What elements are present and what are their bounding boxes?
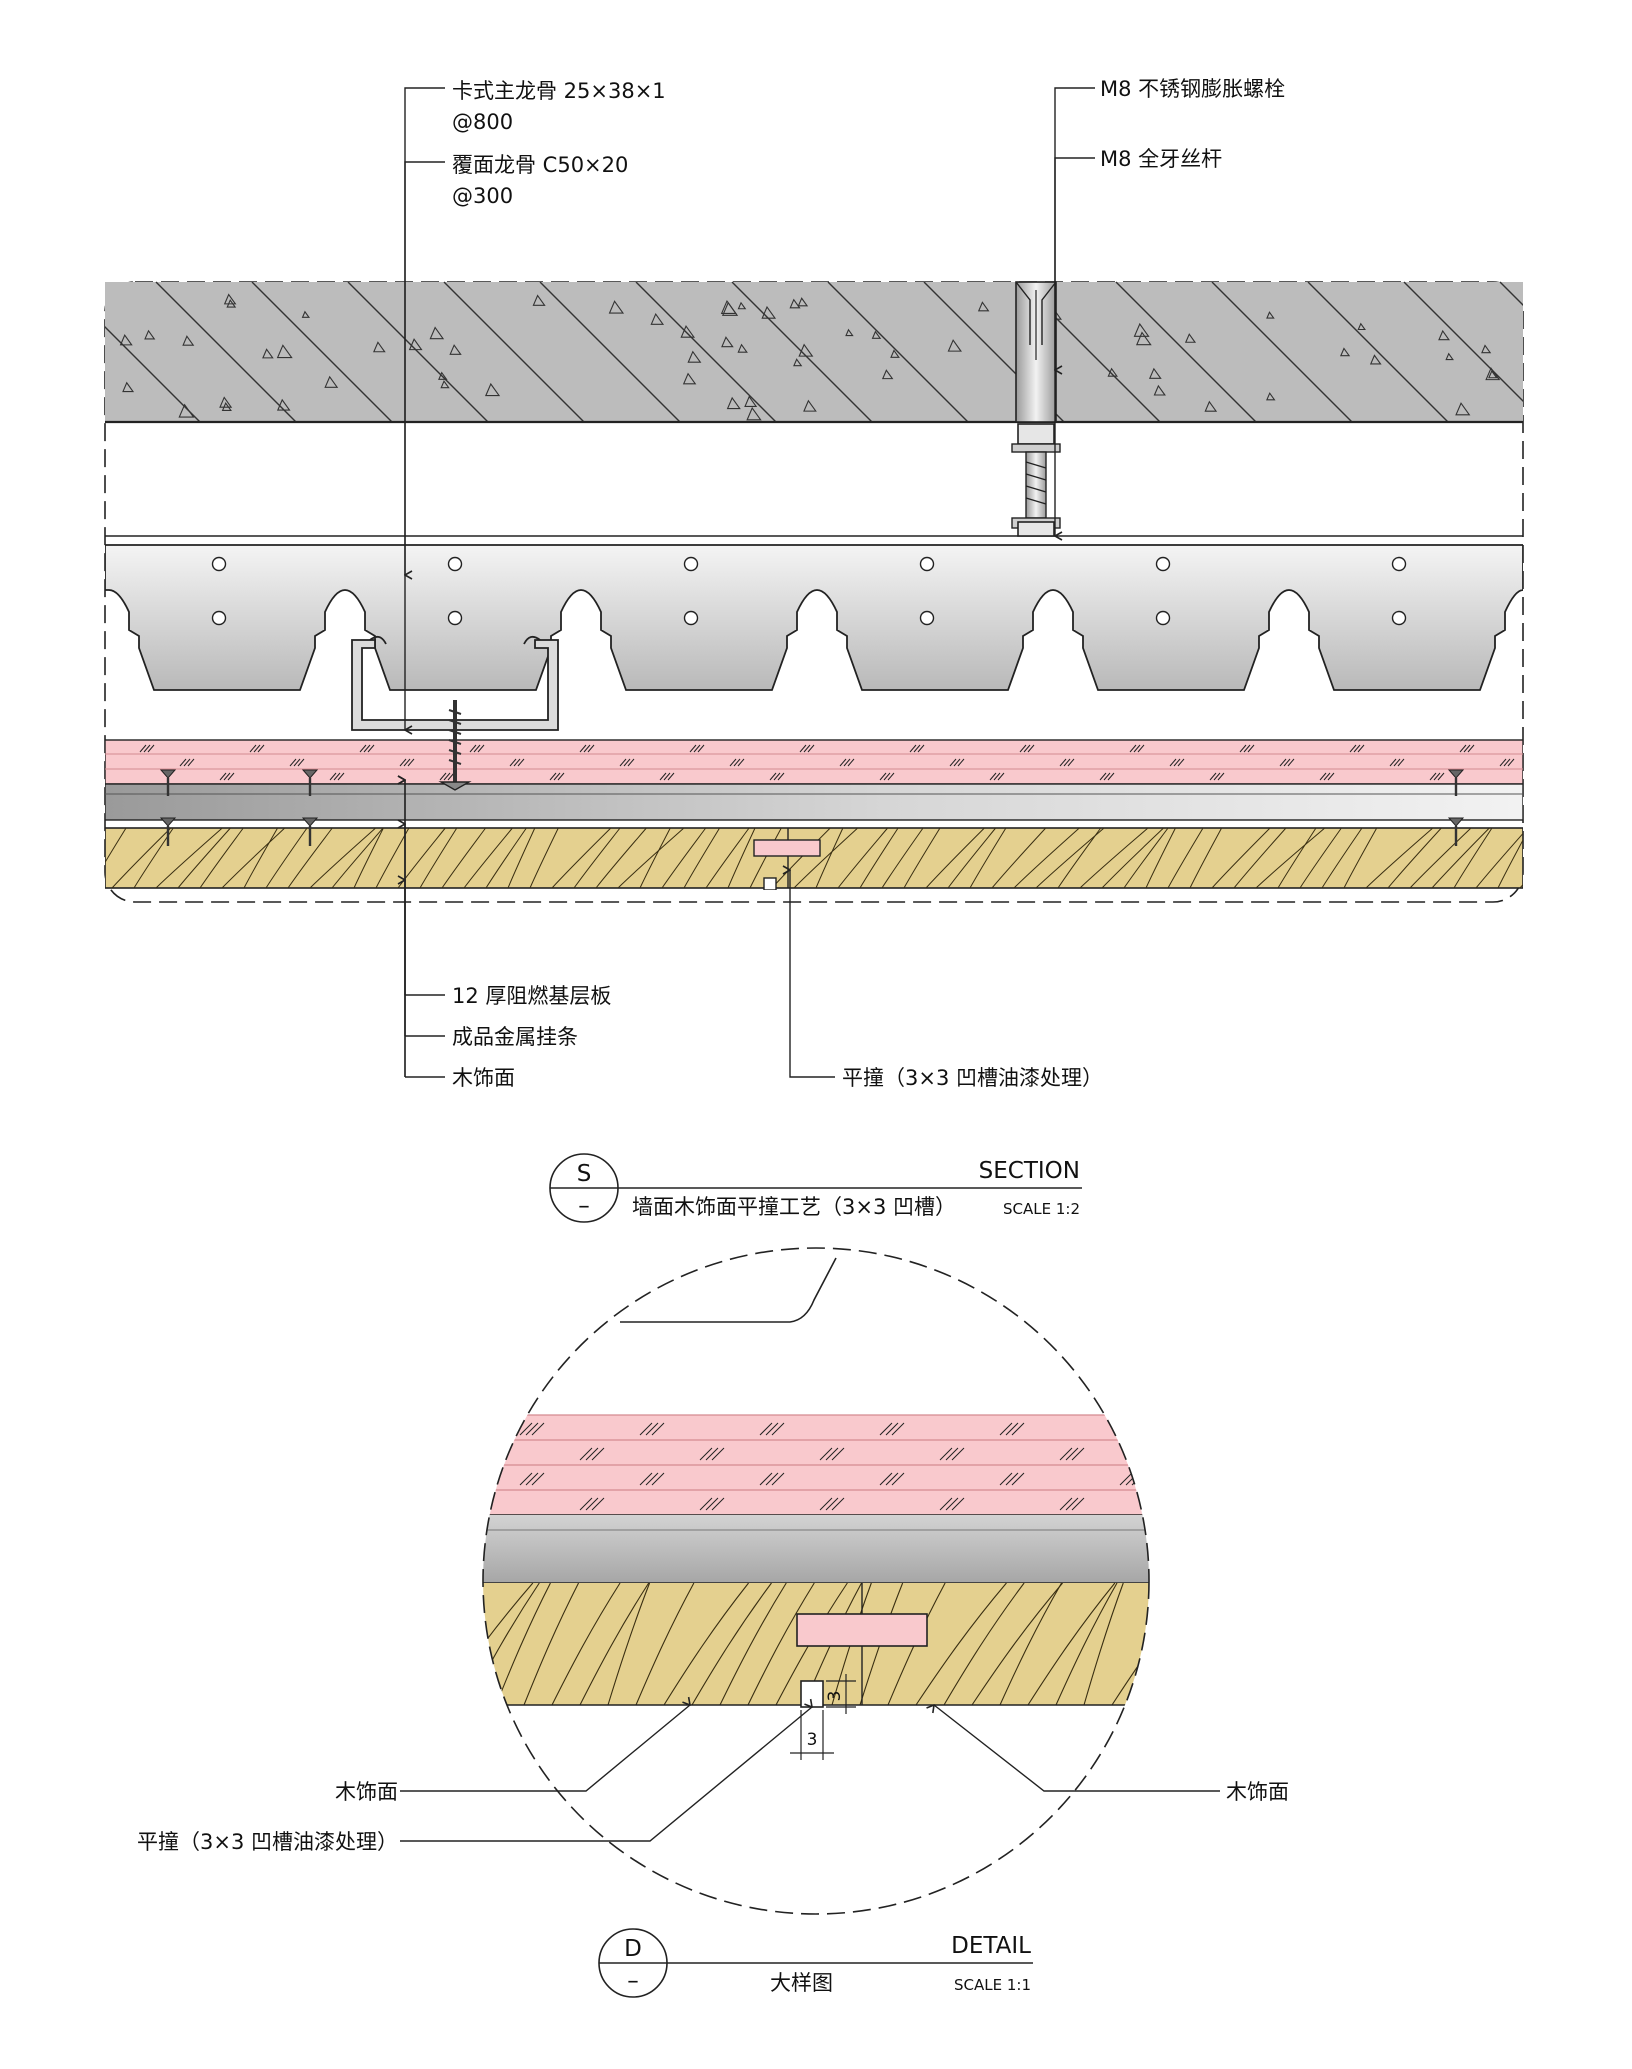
- keel-holes: [211, 556, 1407, 626]
- detail-sub-symbol: –: [627, 1968, 639, 1994]
- section-leaders: [405, 87, 1095, 1078]
- detail-kind: DETAIL: [951, 1933, 1031, 1959]
- detail-wood-face-left-label: 木饰面: [335, 1780, 398, 1804]
- dim-v-label: 3: [825, 1691, 845, 1702]
- main-keel-spacing-label: @800: [452, 110, 513, 134]
- section-scale: SCALE 1:2: [1003, 1200, 1080, 1218]
- detail-symbol: D: [624, 1936, 642, 1962]
- concrete-slab: [105, 282, 1523, 422]
- section-symbol: S: [577, 1161, 592, 1187]
- wood-face-label: 木饰面: [452, 1066, 515, 1090]
- concrete-hatch: [105, 281, 1523, 423]
- wood-grain: [105, 827, 1523, 889]
- detail-title-block: D – DETAIL 大样图 SCALE 1:1: [598, 1928, 1033, 1998]
- base-board-label: 12 厚阻燃基层板: [452, 984, 611, 1008]
- self-tapping-screw: [438, 700, 472, 791]
- joint-groove: [763, 877, 777, 890]
- cover-keel-label: 覆面龙骨 C50×20: [452, 153, 628, 177]
- bolt-label: M8 不锈钢膨胀螺栓: [1100, 77, 1285, 101]
- main-keel: [105, 544, 1523, 691]
- detail-flat-joint-label: 平撞（3×3 凹槽油漆处理）: [137, 1830, 398, 1854]
- detail-wood-face-right-label: 木饰面: [1226, 1780, 1289, 1804]
- section-name: 墙面木饰面平撞工艺（3×3 凹槽）: [632, 1195, 956, 1219]
- fire-retardant-board: [105, 739, 1523, 785]
- joint-spline: [753, 839, 821, 857]
- cover-keel: [351, 639, 559, 731]
- main-keel-label: 卡式主龙骨 25×38×1: [452, 79, 666, 103]
- dimension-horizontal: [790, 1710, 834, 1760]
- section-title-block: S – SECTION 墙面木饰面平撞工艺（3×3 凹槽） SCALE 1:2: [549, 1153, 1082, 1223]
- rod-label: M8 全牙丝杆: [1100, 147, 1222, 171]
- metal-strip-label: 成品金属挂条: [452, 1025, 578, 1049]
- detail-boundary: [482, 1247, 1150, 1915]
- detail-leaders: [400, 1705, 1220, 1842]
- dim-h-label: 3: [807, 1730, 818, 1750]
- flat-joint-label: 平撞（3×3 凹槽油漆处理）: [842, 1066, 1103, 1090]
- detail-name: 大样图: [770, 1971, 833, 1995]
- detail-scale: SCALE 1:1: [954, 1976, 1031, 1994]
- wood-veneer: [105, 827, 1523, 889]
- section-kind: SECTION: [979, 1158, 1080, 1184]
- small-screws: [159, 769, 1465, 846]
- detail-metal-strip: [483, 1515, 1149, 1583]
- anchor-bolt: [1011, 281, 1061, 537]
- cover-keel-spacing-label: @300: [452, 184, 513, 208]
- detail-drawing: 3 3 木饰面 平撞（3×3 凹槽油漆处理） 木饰面 D – DETAIL 大样…: [137, 1247, 1289, 1998]
- dimension-vertical: [826, 1674, 856, 1714]
- detail-groove: [800, 1680, 824, 1708]
- detail-spline: [796, 1613, 928, 1647]
- board-hatch: [139, 744, 1515, 781]
- metal-hanging-strip: [105, 783, 1523, 821]
- section-drawing: 卡式主龙骨 25×38×1 @800 覆面龙骨 C50×20 @300 M8 不…: [104, 77, 1524, 1223]
- section-sub-symbol: –: [578, 1193, 590, 1219]
